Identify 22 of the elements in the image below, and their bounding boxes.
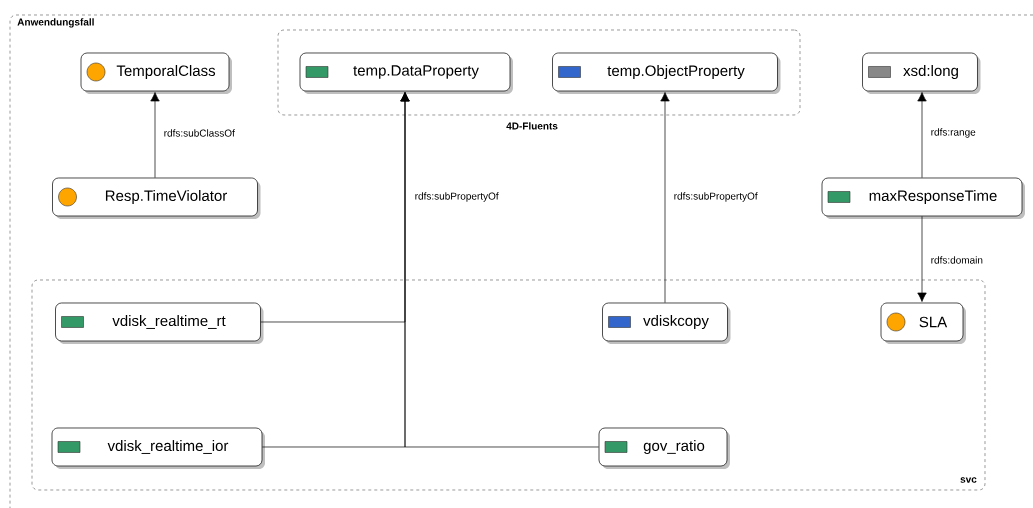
class-box: vdisk_realtime_ior [51,427,265,469]
arrow [917,216,927,302]
class-box: Resp.TimeViolator [52,177,261,219]
edge-label: rdfs:subPropertyOf [415,192,499,202]
edge-label: rdfs:range [931,128,976,138]
class-box: temp.ObjectProperty [552,52,781,94]
edge-label: rdfs:domain [931,256,983,264]
edge-label: rdfs:subClassOf [164,129,235,137]
class-box: maxResponseTime [821,177,1025,219]
class-box: TemporalClass [80,52,232,94]
edge-label: rdfs:subPropertyOf [674,192,758,202]
class-box: vdiskcopy [602,302,731,344]
arrow [150,92,160,178]
class-box: vdisk_realtime_rt [55,302,264,344]
class-box: temp.DataProperty [299,52,513,94]
arrow [400,92,599,448]
class-box: gov_ratio [598,427,730,469]
node-label: 4D-Fluents [506,122,558,130]
class-box: xsd:long [862,52,981,94]
class-box: SLA [880,302,966,344]
arrow [660,92,670,303]
arrow [917,92,927,178]
